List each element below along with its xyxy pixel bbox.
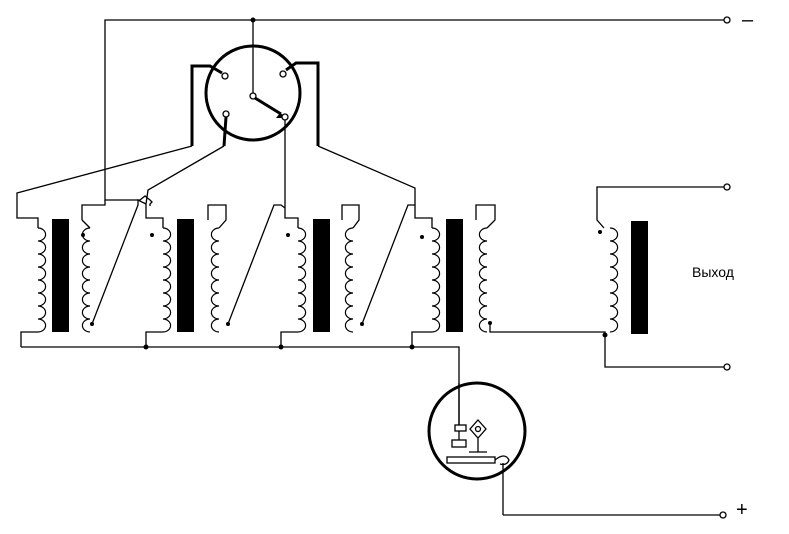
- transformer-4: [411, 204, 606, 347]
- transformer-3: [280, 204, 415, 347]
- switch-contact-3[interactable]: [279, 70, 287, 78]
- plus-label: +: [736, 499, 748, 521]
- output-terminal-top[interactable]: [723, 183, 731, 191]
- output-transformer: Выход: [596, 183, 734, 371]
- output-label: Выход: [692, 264, 734, 280]
- core-1: [52, 219, 69, 332]
- positive-terminal[interactable]: [719, 511, 727, 519]
- core-output: [631, 221, 648, 334]
- transformer-2: [145, 204, 286, 347]
- rotary-switch: [190, 44, 320, 208]
- negative-rail: –: [104, 9, 754, 206]
- switch-contact-4[interactable]: [281, 113, 289, 121]
- transformer-1: [16, 198, 147, 347]
- tap-wiring: [16, 145, 416, 208]
- core-2: [177, 219, 194, 332]
- switch-contact-1[interactable]: [221, 72, 229, 80]
- core-4: [446, 219, 463, 332]
- output-terminal-bottom[interactable]: [723, 363, 731, 371]
- negative-terminal[interactable]: [723, 16, 731, 24]
- common-rail: [21, 344, 460, 425]
- minus-label: –: [742, 9, 754, 31]
- switch-contact-2[interactable]: [222, 110, 230, 118]
- thermal-relay: +: [427, 381, 748, 521]
- core-3: [313, 219, 330, 332]
